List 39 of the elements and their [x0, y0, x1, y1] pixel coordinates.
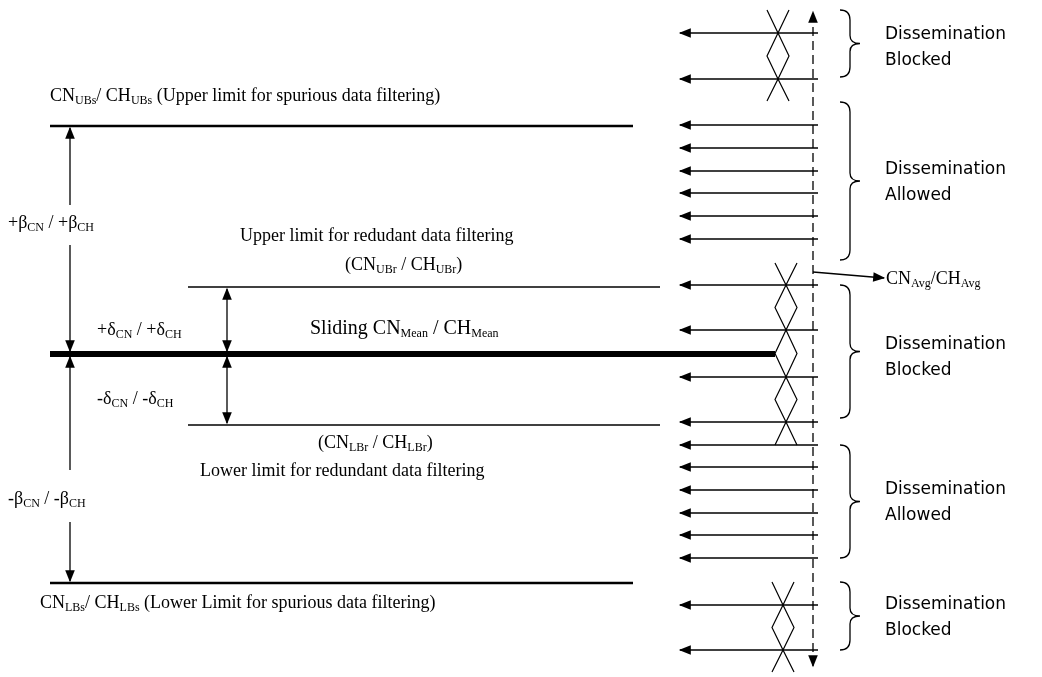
limit-label: CN$_{UBs}$/ CH$_{UBs}$ (Upper limit for spurious data filtering) — [50, 84, 441, 106]
message-arrow — [678, 28, 819, 38]
status-label: Dissemination Allowed — [885, 477, 1008, 526]
status-label: Dissemination Blocked — [885, 22, 1008, 71]
status-label: Dissemination Allowed — [885, 157, 1008, 206]
limit-label: -β$_{CN}$ / -β$_{CH}$ — [8, 487, 86, 509]
message-arrow — [678, 440, 819, 450]
message-arrow — [678, 74, 819, 84]
message-arrow — [678, 485, 819, 495]
limit-label: Sliding CN$_{Mean}$ / CH$_{Mean}$ — [310, 316, 499, 338]
message-arrow — [678, 372, 819, 382]
message-arrow — [678, 234, 819, 244]
message-arrow — [678, 553, 819, 563]
message-arrow — [678, 462, 819, 472]
limit-label: +β$_{CN}$ / +β$_{CH}$ — [8, 211, 94, 233]
message-arrow — [678, 508, 819, 518]
message-arrow — [678, 211, 819, 221]
message-arrow — [678, 143, 819, 153]
limit-label: (CN$_{UBr}$ / CH$_{UBr}$) — [345, 253, 463, 275]
limit-label: CN$_{LBs}$/ CH$_{LBs}$ (Lower Limit for spurious data filtering) — [40, 591, 436, 613]
message-arrow — [678, 188, 819, 198]
average-label: CN$_{Avg}$/CH$_{Avg}$ — [886, 267, 981, 289]
message-arrow — [678, 530, 819, 540]
limit-label: Lower limit for redundant data filtering — [200, 459, 485, 481]
message-arrow — [678, 120, 819, 130]
status-label: Dissemination Blocked — [885, 332, 1008, 381]
message-arrow — [678, 645, 819, 655]
message-arrow — [678, 166, 819, 176]
timeline-axis — [808, 10, 818, 668]
message-arrow — [678, 600, 819, 610]
message-arrow — [678, 325, 819, 335]
limit-label: +δ$_{CN}$ / +δ$_{CH}$ — [97, 318, 182, 340]
limit-label: Upper limit for redudant data filtering — [240, 224, 514, 246]
arrow — [812, 271, 886, 282]
message-arrow — [678, 417, 819, 427]
message-arrow — [678, 280, 819, 290]
status-label: Dissemination Blocked — [885, 592, 1008, 641]
limit-label: (CN$_{LBr}$ / CH$_{LBr}$) — [318, 431, 433, 453]
limit-label: -δ$_{CN}$ / -δ$_{CH}$ — [97, 387, 174, 409]
